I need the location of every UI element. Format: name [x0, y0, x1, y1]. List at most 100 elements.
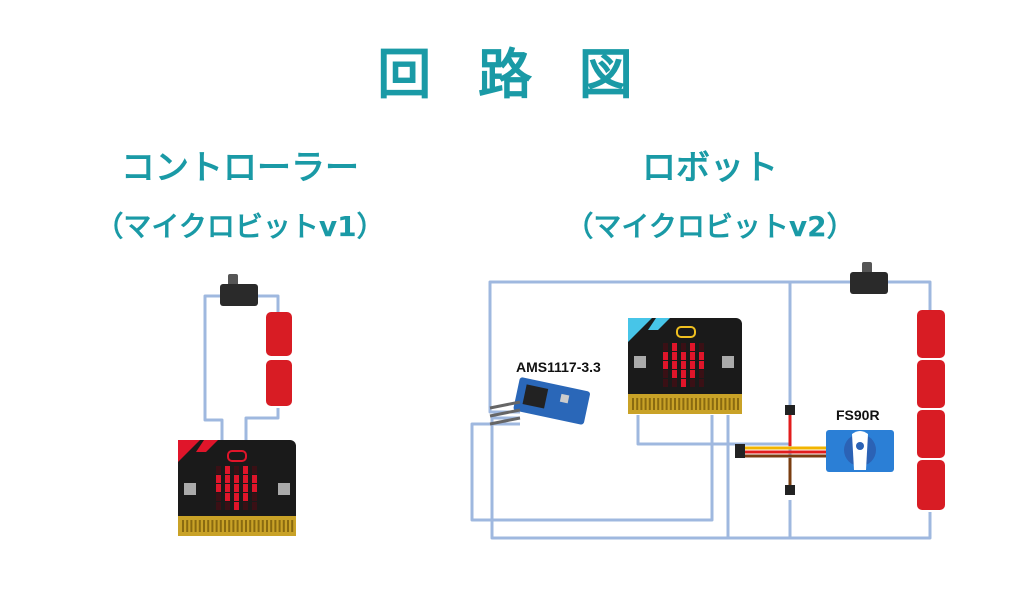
- led: [216, 502, 221, 510]
- robot-microbit: [628, 318, 742, 414]
- led: [225, 475, 230, 483]
- controller-power-switch[interactable]: [220, 274, 258, 306]
- led: [699, 352, 704, 360]
- controller-led-matrix: [216, 466, 257, 510]
- regulator-module: AMS1117-3.3: [489, 359, 601, 426]
- controller-subheading: （マイクロビットv1）: [95, 210, 385, 243]
- edge-pin: [190, 520, 193, 532]
- led: [252, 502, 257, 510]
- edge-pin: [232, 520, 235, 532]
- led: [681, 352, 686, 360]
- edge-pin: [257, 520, 260, 532]
- led: [681, 370, 686, 378]
- led: [672, 361, 677, 369]
- edge-pin: [686, 398, 689, 410]
- edge-pin: [682, 398, 685, 410]
- led: [252, 484, 257, 492]
- led: [243, 493, 248, 501]
- edge-pin: [632, 398, 634, 410]
- edge-pin: [287, 520, 289, 532]
- led: [234, 466, 239, 474]
- led: [699, 370, 704, 378]
- led: [234, 493, 239, 501]
- servo-wires: [745, 412, 830, 490]
- led: [672, 352, 677, 360]
- led: [681, 379, 686, 387]
- led: [699, 361, 704, 369]
- robot-power-switch[interactable]: [850, 262, 888, 294]
- edge-pin: [653, 398, 655, 410]
- led: [663, 343, 668, 351]
- controller-edge-pins: [182, 520, 294, 532]
- led: [690, 379, 695, 387]
- robot-subheading: （マイクロビットv2）: [565, 210, 855, 243]
- led: [243, 484, 248, 492]
- edge-pin: [253, 520, 256, 532]
- led: [663, 361, 668, 369]
- led: [243, 502, 248, 510]
- led: [672, 379, 677, 387]
- edge-pin: [669, 398, 672, 410]
- edge-pin: [644, 398, 647, 410]
- led: [234, 502, 239, 510]
- led: [699, 379, 704, 387]
- led: [225, 484, 230, 492]
- edge-pin: [648, 398, 651, 410]
- led: [252, 493, 257, 501]
- led: [690, 370, 695, 378]
- led: [216, 484, 221, 492]
- edge-pin: [703, 398, 706, 410]
- led: [672, 370, 677, 378]
- controller-wires: [203, 294, 280, 440]
- edge-pin: [274, 520, 277, 532]
- edge-pin: [224, 520, 226, 532]
- edge-pin: [737, 398, 739, 410]
- led: [243, 466, 248, 474]
- edge-pin: [728, 398, 731, 410]
- led: [663, 352, 668, 360]
- edge-pin: [707, 398, 710, 410]
- led: [672, 343, 677, 351]
- edge-pin: [665, 398, 668, 410]
- edge-pin: [240, 520, 243, 532]
- controller-microbit: [178, 440, 296, 536]
- robot-battery-pack: [917, 310, 945, 510]
- led: [234, 484, 239, 492]
- edge-pin: [657, 398, 660, 410]
- led: [225, 466, 230, 474]
- edge-pin: [182, 520, 184, 532]
- robot-led-matrix: [663, 343, 704, 387]
- edge-pin: [211, 520, 214, 532]
- edge-pin: [203, 520, 205, 532]
- controller-battery-pack: [266, 312, 292, 406]
- led: [690, 352, 695, 360]
- led: [663, 379, 668, 387]
- edge-pin: [270, 520, 273, 532]
- edge-pin: [690, 398, 693, 410]
- edge-pin: [636, 398, 639, 410]
- button-b[interactable]: [278, 483, 290, 495]
- edge-pin: [278, 520, 281, 532]
- edge-pin: [228, 520, 231, 532]
- edge-pin: [236, 520, 239, 532]
- edge-pin: [695, 398, 697, 410]
- button-a[interactable]: [634, 356, 646, 368]
- robot-wires: [470, 280, 932, 540]
- edge-pin: [207, 520, 210, 532]
- edge-pin: [215, 520, 218, 532]
- edge-pin: [720, 398, 723, 410]
- edge-pin: [198, 520, 201, 532]
- edge-pin: [291, 520, 294, 532]
- button-a[interactable]: [184, 483, 196, 495]
- led: [252, 475, 257, 483]
- edge-pin: [674, 398, 676, 410]
- edge-pin: [724, 398, 727, 410]
- led: [216, 466, 221, 474]
- edge-pin: [245, 520, 247, 532]
- servo-label: FS90R: [836, 407, 880, 423]
- button-b[interactable]: [722, 356, 734, 368]
- edge-pin: [261, 520, 264, 532]
- led: [252, 466, 257, 474]
- edge-pin: [249, 520, 252, 532]
- led: [663, 370, 668, 378]
